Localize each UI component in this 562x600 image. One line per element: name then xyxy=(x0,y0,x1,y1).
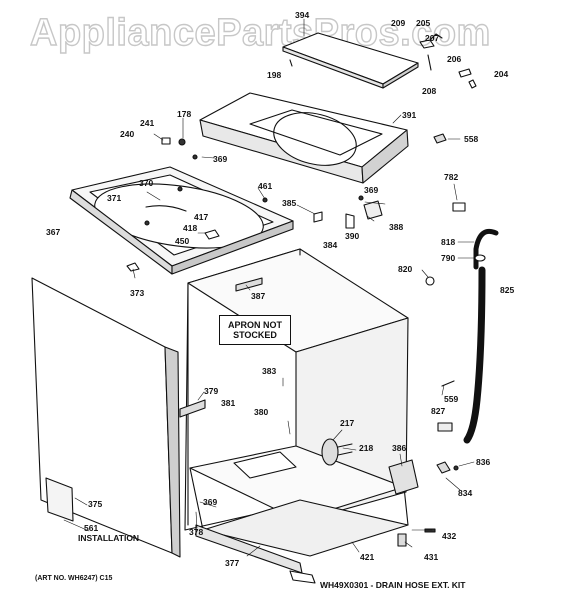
callout-431: 431 xyxy=(424,552,439,562)
installation-label: 561 INSTALLATION xyxy=(78,523,139,543)
callout-834: 834 xyxy=(458,488,473,498)
water-valve-part xyxy=(321,438,353,466)
bracket-373 xyxy=(126,262,140,272)
callout-418: 418 xyxy=(183,223,198,233)
callout-421: 421 xyxy=(360,552,375,562)
front-apron-panel xyxy=(31,277,181,558)
callout-782: 782 xyxy=(444,172,459,182)
callout-369-top: 369 xyxy=(213,154,228,164)
callout-461: 461 xyxy=(258,181,273,191)
callout-373: 373 xyxy=(130,288,145,298)
callout-209: 209 xyxy=(391,18,406,28)
callout-371: 371 xyxy=(107,193,122,203)
callout-370: 370 xyxy=(139,178,154,188)
callout-205: 205 xyxy=(416,18,431,28)
callout-367: 367 xyxy=(46,227,61,237)
callout-217: 217 xyxy=(340,418,355,428)
callout-241: 241 xyxy=(140,118,155,128)
lid-part xyxy=(282,32,419,89)
drain-hose-part xyxy=(463,228,499,444)
top-cover-part xyxy=(199,92,409,184)
callout-206: 206 xyxy=(447,54,462,64)
callout-375: 375 xyxy=(88,499,103,509)
callout-218: 218 xyxy=(359,443,374,453)
part-390 xyxy=(345,213,355,229)
callout-818: 818 xyxy=(441,237,456,247)
callout-178: 178 xyxy=(177,109,192,119)
apron-note-line1: APRON NOT xyxy=(228,319,282,330)
callout-559: 559 xyxy=(444,394,459,404)
installation-number: 561 xyxy=(84,523,99,533)
bracket-386 xyxy=(388,459,419,495)
drain-hose-kit-note: WH49X0301 - DRAIN HOSE EXT. KIT xyxy=(320,580,466,590)
lid-hinge-parts xyxy=(289,33,477,89)
callout-394: 394 xyxy=(295,10,310,20)
leader-lines xyxy=(63,18,475,557)
callout-240: 240 xyxy=(120,129,135,139)
callout-377: 377 xyxy=(225,558,240,568)
callout-391: 391 xyxy=(402,110,417,120)
callout-383: 383 xyxy=(262,366,277,376)
art-number: (ART NO. WH6247) C15 xyxy=(35,575,113,582)
callout-378: 378 xyxy=(189,527,204,537)
callout-379: 379 xyxy=(204,386,219,396)
lid-switch-part xyxy=(363,200,383,220)
apron-not-stocked-box: APRON NOT STOCKED xyxy=(219,315,291,345)
callout-369-mid: 369 xyxy=(364,185,379,195)
callout-450: 450 xyxy=(175,236,190,246)
tub-cover-frame xyxy=(69,166,294,275)
callout-827: 827 xyxy=(431,406,446,416)
callout-198: 198 xyxy=(267,70,282,80)
callout-390: 390 xyxy=(345,231,360,241)
callout-388: 388 xyxy=(389,222,404,232)
callout-384: 384 xyxy=(323,240,338,250)
callout-558: 558 xyxy=(464,134,479,144)
callout-387: 387 xyxy=(251,291,266,301)
callout-369-bottom: 369 xyxy=(203,497,218,507)
callout-208: 208 xyxy=(422,86,437,96)
callout-386: 386 xyxy=(392,443,407,453)
foot-part xyxy=(289,570,316,584)
callout-432: 432 xyxy=(442,531,457,541)
callout-790: 790 xyxy=(441,253,456,263)
installation-text: INSTALLATION xyxy=(78,533,140,544)
callout-385: 385 xyxy=(282,198,297,208)
drain-fittings xyxy=(397,133,466,547)
callout-820: 820 xyxy=(398,264,413,274)
callout-381: 381 xyxy=(221,398,236,408)
callout-204: 204 xyxy=(494,69,509,79)
callout-417: 417 xyxy=(194,212,209,222)
bracket-385 xyxy=(313,211,323,223)
callout-825: 825 xyxy=(500,285,515,295)
clip-part xyxy=(204,229,220,240)
apron-note-line2: STOCKED xyxy=(233,330,277,340)
spring-part xyxy=(145,205,187,212)
callout-207: 207 xyxy=(425,33,440,43)
callout-380: 380 xyxy=(254,407,269,417)
callout-836: 836 xyxy=(476,457,491,467)
